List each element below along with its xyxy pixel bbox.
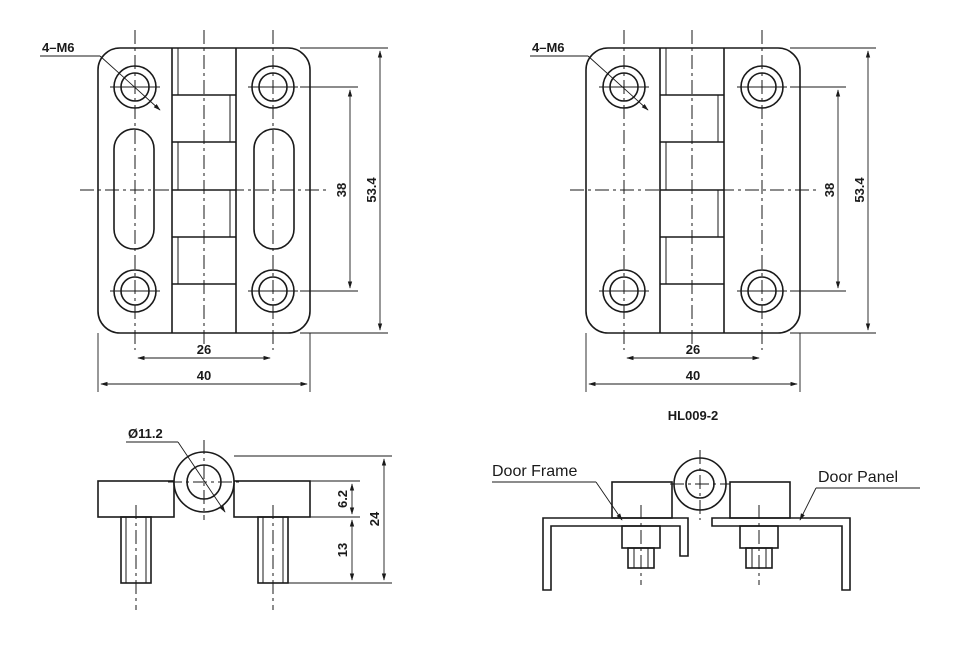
right-front-view: 4–M6 38 53.4 26 40 HL009-2 [530, 30, 876, 423]
model-code: HL009-2 [668, 408, 719, 423]
dim-leaf-thickness: 6.2 [335, 490, 350, 508]
left-front-view: 4–M6 38 53.4 26 40 [40, 30, 388, 392]
dim-height: 53.4 [364, 177, 379, 203]
left-side-view: Ø11.2 6.2 13 24 [97, 426, 392, 610]
knuckle-diameter: Ø11.2 [128, 426, 163, 441]
door-frame-label: Door Frame [492, 463, 577, 480]
dim-hole-spacing-y: 38 [334, 183, 349, 197]
dim-hole-spacing-x: 26 [197, 342, 211, 357]
dim-stud-length: 13 [335, 543, 350, 557]
dim-width: 40 [686, 368, 700, 383]
thread-label: 4–M6 [42, 40, 75, 55]
right-side-view: Door Frame Door Panel [492, 450, 920, 591]
dim-hole-spacing-x: 26 [686, 342, 700, 357]
dim-height: 53.4 [852, 177, 867, 203]
dim-hole-spacing-y: 38 [822, 183, 837, 197]
thread-label: 4–M6 [532, 40, 565, 55]
door-panel-label: Door Panel [818, 469, 898, 486]
dim-total-height: 24 [367, 511, 382, 526]
dim-width: 40 [197, 368, 211, 383]
